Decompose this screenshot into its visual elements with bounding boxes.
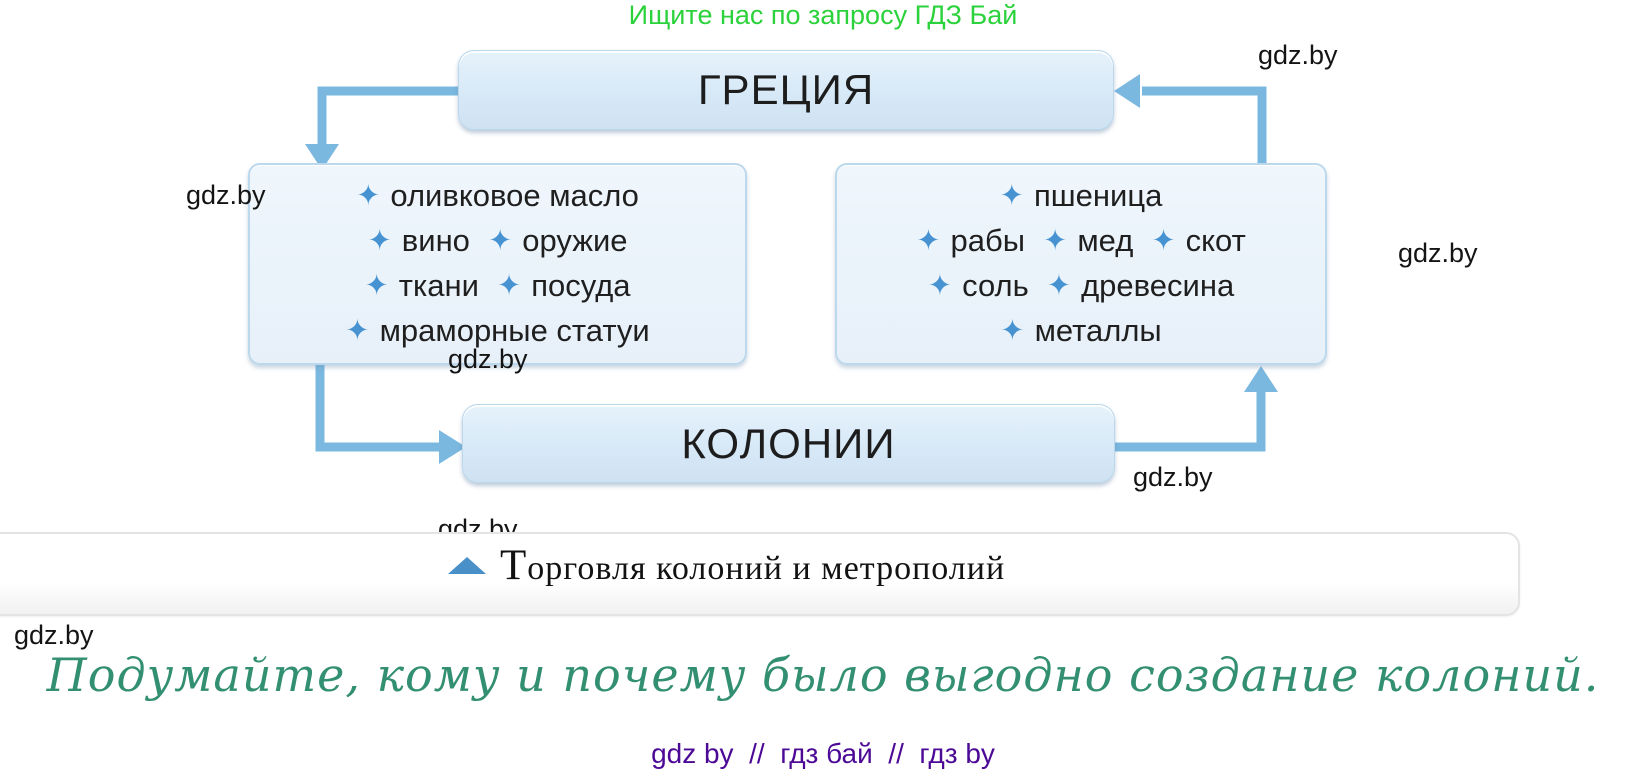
caption-panel — [0, 532, 1520, 616]
star-bullet-icon: ✦ — [345, 315, 370, 347]
goods-line: ✦ соль ✦ древесина — [837, 264, 1325, 309]
colonies-box: КОЛОНИИ — [462, 404, 1115, 483]
colonies-label: КОЛОНИИ — [681, 419, 896, 467]
greece-box: ГРЕЦИЯ — [458, 50, 1114, 130]
goods-item: посуда — [531, 268, 631, 303]
gdz-watermark: gdz.by — [1398, 238, 1478, 268]
gdz-watermark: gdz.by — [448, 344, 528, 374]
goods-item: ткани — [398, 268, 479, 303]
arrow-greece-to-exports-head-icon — [305, 144, 339, 170]
goods-item: мед — [1077, 223, 1134, 258]
goods-line: ✦ мраморные статуи — [250, 309, 745, 354]
star-bullet-icon: ✦ — [1000, 315, 1025, 347]
star-bullet-icon: ✦ — [364, 270, 389, 302]
goods-item: вино — [401, 223, 470, 258]
arrow-imports-to-greece-head-icon — [1114, 74, 1140, 108]
footer-text: gdz by // гдз бай // гдз by — [651, 738, 995, 769]
arrow-colonies-to-imports-line — [1113, 390, 1266, 452]
star-bullet-icon: ✦ — [1046, 270, 1072, 302]
goods-item: мраморные статуи — [379, 313, 650, 348]
star-bullet-icon: ✦ — [1151, 225, 1176, 257]
arrow-exports-to-colonies-line — [315, 362, 441, 452]
star-bullet-icon: ✦ — [496, 270, 522, 302]
goods-line: ✦ ткани ✦ посуда — [250, 264, 745, 309]
arrow-greece-to-exports-line — [317, 86, 458, 146]
goods-line: ✦ пшеница — [837, 174, 1325, 219]
goods-line: ✦ вино ✦ оружие — [250, 219, 745, 264]
star-bullet-icon: ✦ — [367, 225, 392, 257]
goods-line: ✦ металлы — [837, 309, 1325, 354]
goods-item: рабы — [950, 223, 1026, 258]
star-bullet-icon: ✦ — [1043, 225, 1068, 257]
gdz-watermark: gdz.by — [14, 620, 94, 650]
greece-label: ГРЕЦИЯ — [697, 66, 875, 113]
goods-line: ✦ оливковое масло — [250, 174, 745, 219]
gdz-watermark: gdz.by — [186, 180, 266, 210]
caption-text: Торговля колоний и метрополий — [500, 541, 1006, 589]
promo-header-text: Ищите нас по запросу ГДЗ Бай — [628, 0, 1018, 30]
gdz-watermark: gdz.by — [1133, 462, 1213, 492]
greece-exports-box: ✦оливковое масло✦вино✦оружие✦ткани✦посуд… — [248, 163, 747, 365]
star-bullet-icon: ✦ — [999, 180, 1024, 212]
goods-item: оливковое масло — [390, 178, 639, 213]
star-bullet-icon: ✦ — [927, 270, 953, 302]
goods-item: пшеница — [1033, 178, 1163, 213]
star-bullet-icon: ✦ — [487, 225, 513, 257]
gdz-watermark: gdz.by — [1258, 40, 1338, 70]
goods-line: ✦ рабы ✦ мед ✦ скот — [837, 219, 1325, 264]
star-bullet-icon: ✦ — [916, 225, 941, 257]
question-text: Подумайте, кому и почему было выгодно со… — [46, 648, 1600, 702]
goods-item: скот — [1185, 223, 1246, 258]
goods-item: оружие — [522, 223, 628, 258]
arrow-exports-to-colonies-head-icon — [439, 430, 466, 464]
star-bullet-icon: ✦ — [356, 180, 381, 212]
triangle-up-icon — [448, 556, 486, 574]
caption-row: Торговля колоний и метрополий — [448, 542, 1005, 589]
goods-item: соль — [962, 268, 1029, 303]
goods-item: металлы — [1034, 313, 1162, 348]
goods-item: древесина — [1081, 268, 1235, 303]
colonies-exports-box: ✦пшеница✦рабы✦мед✦скот✦соль✦древесина✦ме… — [835, 163, 1327, 365]
arrow-imports-to-greece-line — [1142, 86, 1267, 163]
arrow-colonies-to-imports-head-icon — [1244, 366, 1278, 392]
